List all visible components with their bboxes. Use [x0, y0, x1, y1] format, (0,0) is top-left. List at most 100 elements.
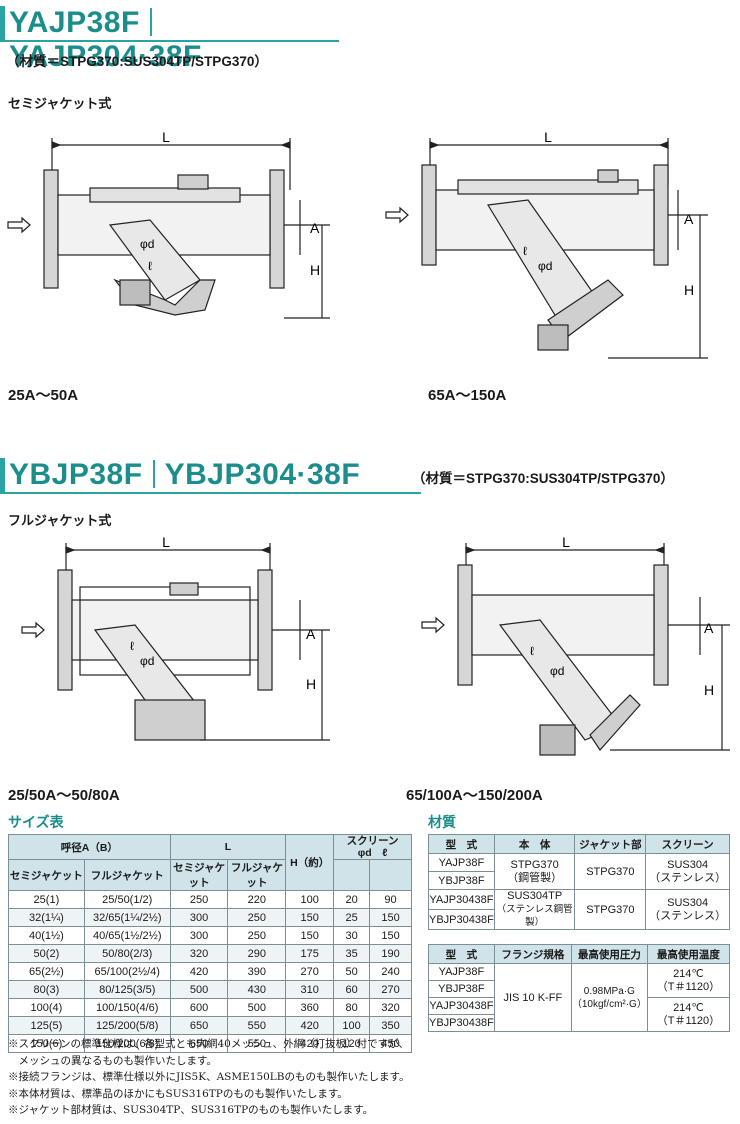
dim-L-2: L [544, 130, 552, 145]
mt-screen-2: SUS304（ステンレス） [645, 889, 730, 930]
st-model-4: YBJP30438F [428, 1014, 495, 1032]
cell-l-semi: 250 [169, 890, 229, 909]
st-model-1: YAJP38F [428, 963, 495, 981]
cell-l-semi: 600 [169, 998, 229, 1017]
cell-semi: 150(6) [8, 1034, 85, 1053]
st-flange: JIS 10 K-FF [493, 963, 572, 1032]
range-full-small: 25/50A～50/80A [8, 787, 120, 804]
cell-semi: 125(5) [8, 1016, 85, 1035]
title-divider-2 [152, 460, 155, 488]
st-h-pressure: 最高使用圧力 [570, 944, 648, 964]
cell-full: 32/65(1¼/2½) [83, 908, 171, 927]
cell-h: 100 [285, 890, 335, 909]
dim-L-4: L [562, 535, 570, 550]
st-temp-b: 214℃（T＃1120） [646, 997, 731, 1032]
cell-l: 240 [369, 962, 412, 981]
spec-table: 型 式 フランジ規格 最高使用圧力 最高使用温度 YAJP38F JIS 10 … [428, 944, 731, 1032]
cell-full: 100/150(4/6) [83, 998, 171, 1017]
cell-l-full: 500 [227, 998, 287, 1017]
cell-d: 60 [333, 980, 371, 999]
cell-h: 420 [285, 1034, 335, 1053]
st-temp-a: 214℃（T＃1120） [646, 963, 731, 998]
dim-H-3: H [306, 676, 316, 692]
st-model-3: YAJP30438F [428, 997, 495, 1015]
mt-jacket-1: STPG370 [574, 853, 647, 890]
cell-l: 190 [369, 944, 412, 963]
cell-h: 420 [285, 1016, 335, 1035]
cell-full: 65/100(2½/4) [83, 962, 171, 981]
dim-H-2: H [684, 282, 694, 298]
th-full: フルジャケット [83, 859, 171, 891]
cell-full: 40/65(1½/2½) [83, 926, 171, 945]
cell-semi: 32(1¼) [8, 908, 85, 927]
range-semi-large: 65A～150A [428, 387, 507, 404]
st-h-model: 型 式 [428, 944, 495, 964]
cell-d: 30 [333, 926, 371, 945]
st-pressure: 0.98MPa·G（10kgf/cm²·G） [570, 963, 648, 1032]
dim-A-3: A [306, 626, 316, 642]
mt-jacket-2: STPG370 [574, 889, 647, 930]
cell-d: 80 [333, 998, 371, 1017]
range-semi-small: 25A～50A [8, 387, 79, 404]
cell-l-semi: 300 [169, 908, 229, 927]
drawing-semi-large: L A H φd ℓ [385, 130, 708, 359]
mt-h-model: 型 式 [428, 834, 495, 854]
cell-l-full: 290 [227, 944, 287, 963]
dim-H-4: H [704, 682, 714, 698]
dim-A-2: A [684, 211, 694, 227]
mt-body-2: SUS304TP（ステンレス鋼管製） [493, 889, 576, 930]
dim-L-3: L [162, 535, 170, 550]
mt-h-jacket: ジャケット部 [574, 834, 647, 854]
note-line: メッシュの異なるものも製作いたします。 [8, 1054, 217, 1067]
cell-l: 150 [369, 926, 412, 945]
cell-l-semi: 420 [169, 962, 229, 981]
note-line: ※スクリーンの標準仕様は、各型式とも内網40メッシュ、外網（打抜板）付ですが、 [8, 1038, 409, 1050]
size-section-title: サイズ表 [8, 815, 64, 831]
mt-model-4: YBJP30438F [428, 909, 495, 930]
cell-l-full: 220 [227, 890, 287, 909]
cell-d: 20 [333, 890, 371, 909]
cell-l: 320 [369, 998, 412, 1017]
model-title-b: YAJP304·38F [9, 40, 202, 73]
dim-phid-2: φd [538, 259, 552, 273]
mt-h-body: 本 体 [493, 834, 576, 854]
cell-full: 50/80(2/3) [83, 944, 171, 963]
st-h-flange: フランジ規格 [493, 944, 572, 964]
note-line: ※ジャケット部材質は、SUS304TP、SUS316TPのものも製作いたします。 [8, 1104, 374, 1116]
cell-l-semi: 650 [169, 1016, 229, 1035]
cell-semi: 65(2½) [8, 962, 85, 981]
model-title-a: YAJP38F [9, 6, 140, 39]
cell-d: 35 [333, 944, 371, 963]
cell-l-semi: 650 [169, 1034, 229, 1053]
cell-l-semi: 320 [169, 944, 229, 963]
note-line: ※本体材質は、標準品のほかにもSUS316TPのものも製作いたします。 [8, 1087, 348, 1100]
th-L-full: フルジャケット [227, 859, 287, 891]
cell-l: 450 [369, 1034, 412, 1053]
th-L-semi: セミジャケット [169, 859, 229, 891]
cell-d: 120 [333, 1034, 371, 1053]
mt-model-1: YAJP38F [428, 853, 495, 872]
cell-h: 150 [285, 908, 335, 927]
cell-h: 175 [285, 944, 335, 963]
cell-l-full: 430 [227, 980, 287, 999]
th-L: L [169, 834, 287, 860]
material-note-2: （材質＝STPG370:SUS304TP/STPG370） [412, 471, 674, 486]
dim-phid-3: φd [140, 654, 154, 668]
th-H: H（約） [285, 834, 335, 891]
style-label-semi: セミジャケット式 [8, 97, 112, 112]
drawing-full-large: L A H φd ℓ [421, 535, 730, 756]
cell-semi: 100(4) [8, 998, 85, 1017]
range-full-large: 65/100A～150/200A [406, 787, 543, 804]
cell-l-full: 390 [227, 962, 287, 981]
cell-h: 150 [285, 926, 335, 945]
cell-h: 310 [285, 980, 335, 999]
